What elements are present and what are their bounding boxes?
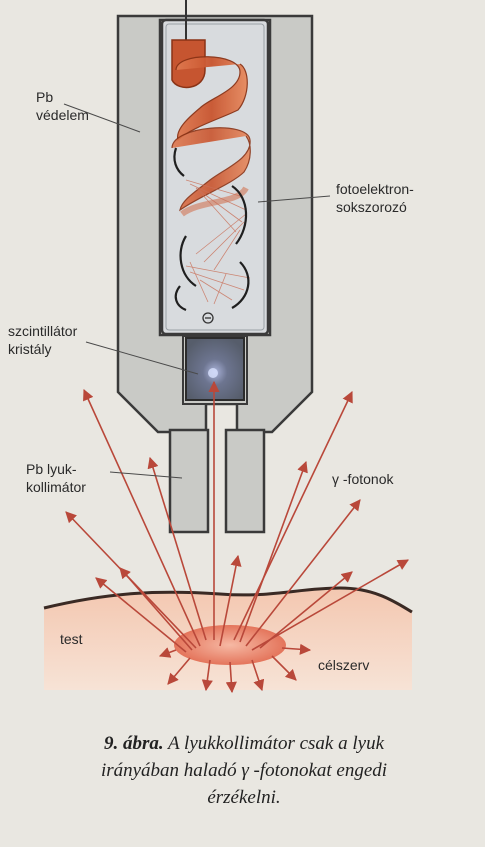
collimator-block-right bbox=[224, 428, 266, 534]
label-photomultiplier: fotoelektron- sokszorozó bbox=[336, 181, 414, 215]
collimator-block-left bbox=[168, 428, 210, 534]
label-collimator: Pb lyuk- kollimátor bbox=[26, 461, 86, 495]
electron-multiplication-spiral bbox=[171, 39, 251, 312]
label-pb-shield: Pb védelem bbox=[36, 89, 89, 123]
label-body: test bbox=[60, 631, 83, 647]
caption-line-2: irányában haladó γ -fotonokat engedi bbox=[100, 760, 388, 781]
label-gamma-photons: γ -fotonok bbox=[332, 471, 394, 487]
gamma-photon-arrows bbox=[65, 380, 409, 694]
figure-caption: 9. ábra. A lyukkollimátor csak a lyuk ir… bbox=[18, 730, 470, 811]
caption-line-3: érzékelni. bbox=[207, 787, 281, 808]
label-scintillator: szcintillátor kristály bbox=[8, 323, 78, 357]
figure-number: 9. ábra. bbox=[103, 733, 164, 754]
label-target-organ: célszerv bbox=[318, 657, 370, 673]
target-organ bbox=[174, 625, 286, 665]
caption-line-1: A lyukkollimátor csak a lyuk bbox=[163, 733, 385, 754]
leader-lines bbox=[63, 103, 331, 479]
minus-circle-icon bbox=[202, 312, 214, 324]
